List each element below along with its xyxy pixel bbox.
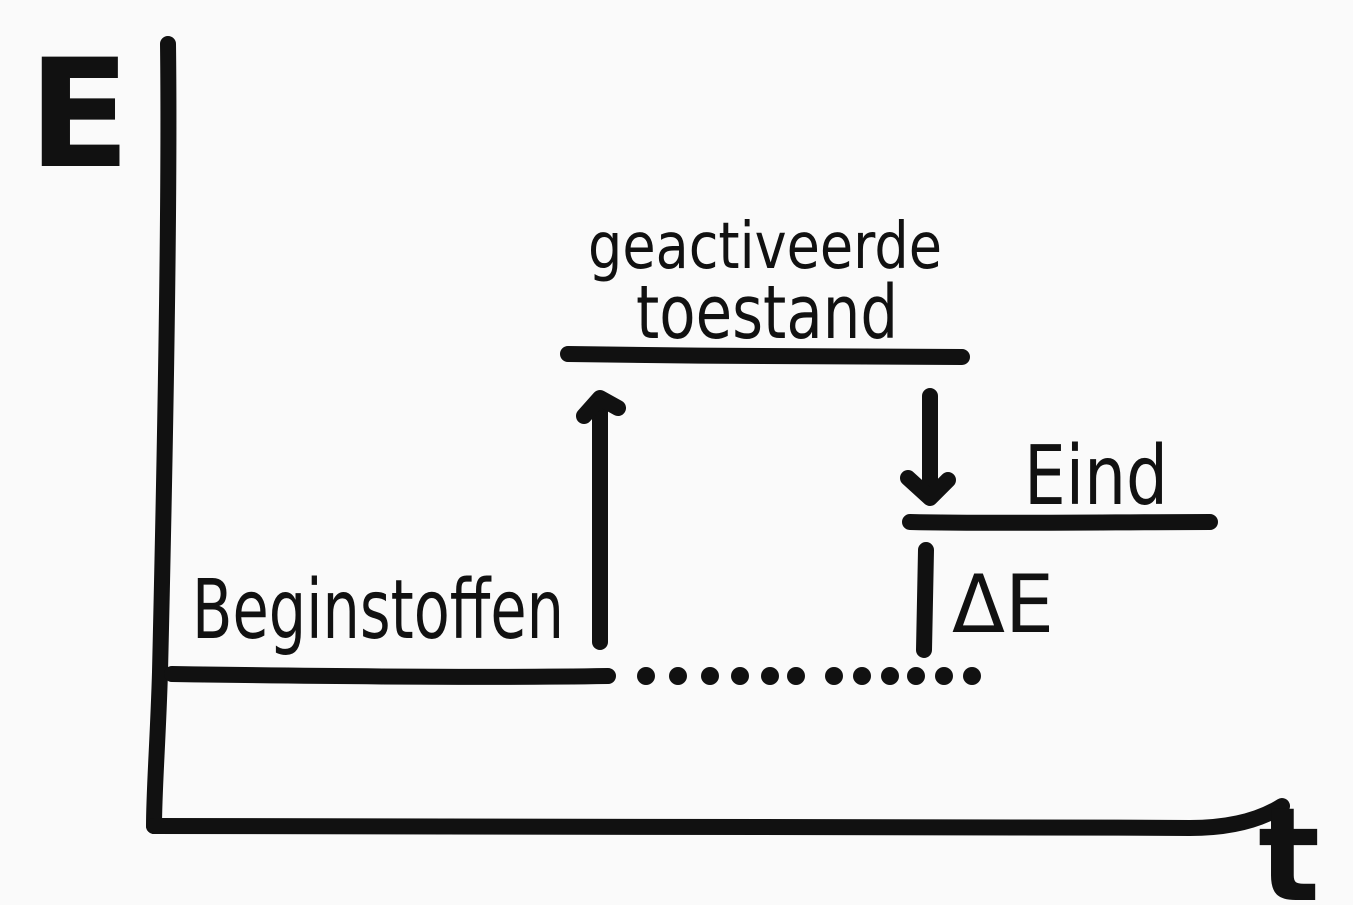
y-axis-line [146,36,177,834]
end-energy-level [902,514,1218,531]
activated-energy-level [560,346,970,365]
y-axis-label: E [28,28,130,202]
delta-e-bar [916,542,934,658]
end-label: Eind [1024,429,1168,524]
dotted-reference-line [637,667,981,685]
x-axis-line [146,798,1290,836]
start-label: Beginstoffen [192,563,564,658]
delta-e-label: ΔE [952,558,1054,651]
start-energy-level [164,666,616,685]
x-axis-label: t [1258,779,1320,905]
activated-label-line1: geactiveerde [588,210,942,284]
activated-label-line2: toestand [636,270,898,356]
activation-arrow-head-icon [576,390,626,424]
release-arrow-head-icon [900,470,956,506]
